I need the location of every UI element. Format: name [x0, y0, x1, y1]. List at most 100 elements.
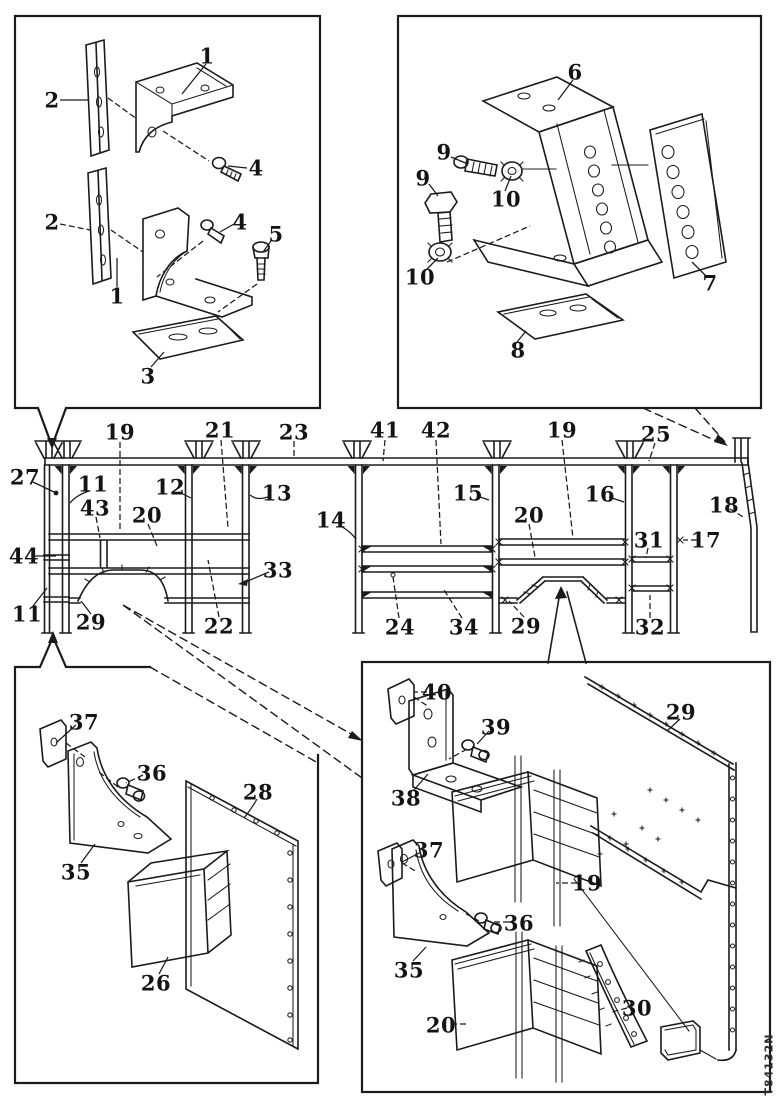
part-callout-37: 37 — [68, 709, 100, 735]
part-callout-14: 14 — [315, 507, 347, 533]
part-9-bolts — [424, 155, 498, 243]
bottom-left-inset-box — [13, 631, 320, 1085]
frame-crossmembers — [43, 533, 671, 605]
part-callout-8: 8 — [510, 337, 526, 363]
part-callout-37: 37 — [413, 837, 445, 863]
part-callout-19: 19 — [571, 870, 603, 896]
frame-rail-clamps — [34, 437, 751, 463]
part-callout-24: 24 — [384, 614, 416, 640]
part-28-panel — [185, 779, 299, 1051]
part-callout-31: 31 — [633, 527, 665, 553]
part-callout-36: 36 — [136, 760, 168, 786]
part-36-bolt-left — [116, 777, 146, 802]
part-1-bracket-lower — [142, 207, 253, 318]
part-29-side-panel — [573, 675, 737, 1062]
part-callout-1: 1 — [109, 283, 125, 309]
part-8-skid-plate — [496, 293, 625, 340]
part-callout-30: 30 — [621, 995, 653, 1021]
part-37-plate-left — [39, 719, 67, 768]
part-callout-11: 11 — [11, 601, 43, 627]
top-right-inset-box — [396, 14, 763, 446]
part-37-plate-right — [377, 842, 403, 887]
part-4-bolt-upper — [211, 156, 243, 183]
part-callout-43: 43 — [79, 495, 111, 521]
part-callout-39: 39 — [480, 714, 512, 740]
part-callout-29: 29 — [510, 613, 542, 639]
part-callout-44: 44 — [8, 543, 40, 569]
main-frame-assembly — [34, 437, 758, 634]
callout-arrow-up-icon — [48, 631, 58, 643]
part-18-strip — [741, 461, 758, 633]
part-4-bolt-lower — [200, 219, 226, 245]
part-callout-42: 42 — [420, 417, 452, 443]
part-7-plate — [649, 112, 727, 280]
part-callout-11: 11 — [77, 471, 109, 497]
part-callout-22: 22 — [203, 613, 235, 639]
part-callout-4: 4 — [248, 155, 264, 181]
frame-top-rail — [44, 457, 749, 466]
part-callout-33: 33 — [262, 557, 294, 583]
part-39-bolt — [461, 739, 490, 764]
part-callout-16: 16 — [584, 481, 616, 507]
part-callout-20: 20 — [513, 502, 545, 528]
tr-assembly-lines — [446, 225, 531, 263]
part-callout-20: 20 — [425, 1012, 457, 1038]
part-callout-35: 35 — [60, 859, 92, 885]
wheel-arch — [76, 569, 169, 603]
part-35-bracket-right — [391, 839, 491, 947]
explosion-lines — [122, 586, 587, 779]
part-6-support-bracket — [472, 76, 664, 288]
br-assembly-lines — [401, 696, 480, 922]
part-callout-18: 18 — [708, 492, 740, 518]
part-callout-13: 13 — [261, 480, 293, 506]
callout-arrow-up-icon — [555, 586, 567, 599]
part-callout-2: 2 — [44, 87, 60, 113]
junction-marks — [358, 538, 674, 604]
part-callout-4: 4 — [232, 209, 248, 235]
part-callout-26: 26 — [140, 970, 172, 996]
part-callout-34: 34 — [448, 614, 480, 640]
panel-rivet-marks — [597, 684, 717, 885]
post-gussets — [54, 466, 685, 474]
part-callout-28: 28 — [242, 779, 274, 805]
part-callout-10: 10 — [490, 186, 522, 212]
part-callout-40: 40 — [421, 679, 453, 705]
part-callout-29: 29 — [75, 609, 107, 635]
part-2-wear-strips — [85, 38, 112, 286]
part-callout-5: 5 — [268, 221, 284, 247]
bl-assembly-lines — [65, 742, 119, 788]
part-callout-38: 38 — [390, 785, 422, 811]
part-callout-21: 21 — [204, 417, 236, 443]
part-callout-27: 27 — [9, 464, 41, 490]
part-30-curved-strip — [578, 943, 649, 1049]
part-callout-3: 3 — [140, 363, 156, 389]
part-callout-12: 12 — [154, 474, 186, 500]
part-callout-17: 17 — [690, 527, 722, 553]
part-callout-15: 15 — [452, 480, 484, 506]
figure-code: T84132N — [762, 1033, 776, 1096]
part-5-screw — [252, 241, 270, 281]
part-20-channel-assembly — [451, 931, 602, 1083]
part-35-bracket-left — [67, 741, 173, 854]
part-10-washers — [427, 161, 524, 263]
part-callout-9: 9 — [415, 165, 431, 191]
part-callout-41: 41 — [369, 417, 401, 443]
part-3-skid-plate — [131, 315, 245, 360]
callout-arrow-icon — [714, 434, 728, 446]
part-19-channel-assembly — [451, 755, 602, 927]
part-callout-20: 20 — [131, 502, 163, 528]
part-callout-36: 36 — [503, 910, 535, 936]
tl-assembly-lines — [107, 97, 258, 313]
part-callout-35: 35 — [393, 957, 425, 983]
part-callout-10: 10 — [404, 264, 436, 290]
part-callout-25: 25 — [640, 421, 672, 447]
part-callout-7: 7 — [702, 270, 718, 296]
tr-align-lines — [521, 164, 649, 170]
leader-lines — [32, 63, 746, 1025]
part-callout-2: 2 — [44, 209, 60, 235]
part-40-plate — [387, 678, 415, 725]
part-callout-23: 23 — [278, 419, 310, 445]
part-26-channel — [126, 849, 232, 968]
